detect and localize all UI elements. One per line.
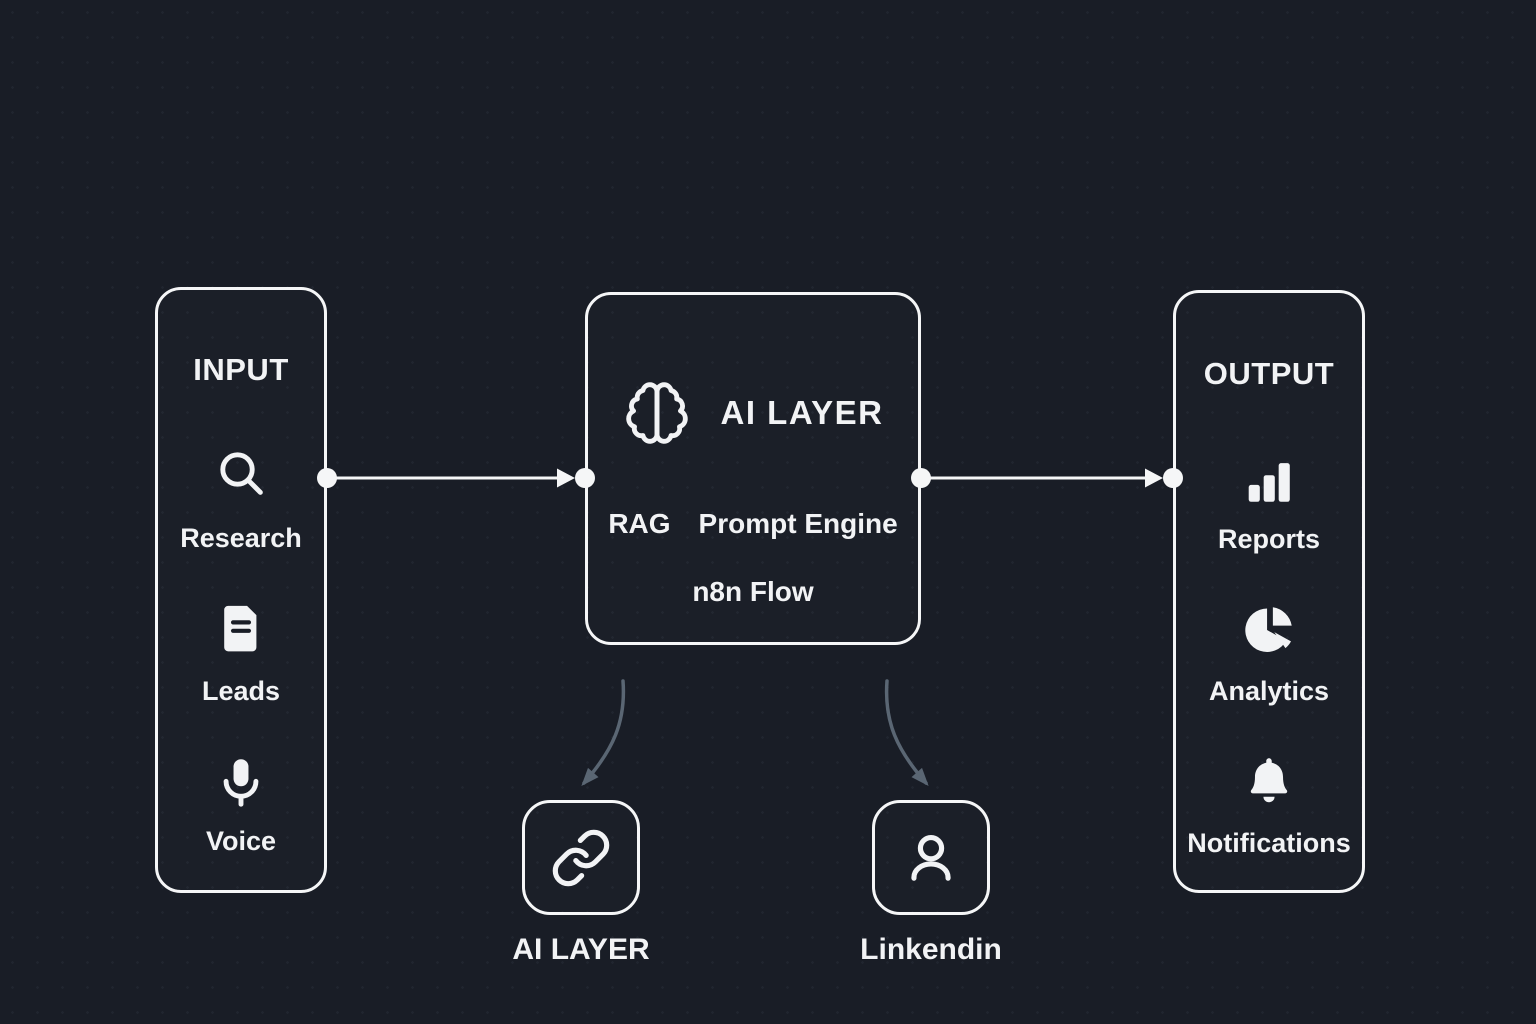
microphone-icon bbox=[158, 755, 324, 811]
bar-chart-icon bbox=[1176, 452, 1362, 510]
ai-layer-box[interactable]: AI LAYER RAG Prompt Engine n8n Flow bbox=[585, 292, 921, 645]
output-item-label: Analytics bbox=[1208, 676, 1330, 706]
linkedin-mini-node[interactable] bbox=[872, 800, 990, 915]
output-panel[interactable]: OUTPUT Reports Analytics Notifications bbox=[1173, 290, 1365, 893]
ai-layer-box-title: AI LAYER bbox=[720, 394, 884, 431]
output-panel-title: OUTPUT bbox=[1203, 356, 1335, 391]
document-icon bbox=[158, 600, 324, 656]
input-panel-title: INPUT bbox=[193, 352, 289, 387]
ai-layer-mini-node-label: AI LAYER bbox=[512, 933, 650, 966]
link-icon bbox=[550, 827, 612, 889]
n8n-flow-label: n8n Flow bbox=[692, 576, 814, 607]
connector-ai-to-linkedin-node bbox=[884, 679, 929, 787]
input-item-label: Voice bbox=[205, 826, 277, 856]
output-item-label: Notifications bbox=[1187, 828, 1351, 858]
output-item-label: Reports bbox=[1217, 524, 1320, 554]
arrowhead-icon bbox=[1145, 468, 1163, 488]
ai-layer-mini-node[interactable] bbox=[522, 800, 640, 915]
input-item-label: Research bbox=[180, 523, 302, 553]
bell-icon bbox=[1176, 752, 1362, 810]
search-icon bbox=[158, 445, 324, 501]
input-item-label: Leads bbox=[201, 676, 281, 706]
connector-ai-to-output bbox=[911, 468, 1183, 488]
brain-icon bbox=[623, 379, 691, 447]
user-icon bbox=[900, 827, 962, 889]
input-panel[interactable]: INPUT Research Leads bbox=[155, 287, 327, 893]
linkedin-mini-node-label: Linkendin bbox=[860, 933, 1002, 966]
connector-ai-to-ailayer-node bbox=[581, 679, 626, 787]
connector-input-to-ai bbox=[317, 468, 595, 488]
pie-chart-icon bbox=[1176, 601, 1362, 659]
rag-label: RAG bbox=[608, 508, 671, 539]
prompt-engine-label: Prompt Engine bbox=[698, 508, 898, 539]
arrowhead-icon bbox=[557, 468, 575, 488]
